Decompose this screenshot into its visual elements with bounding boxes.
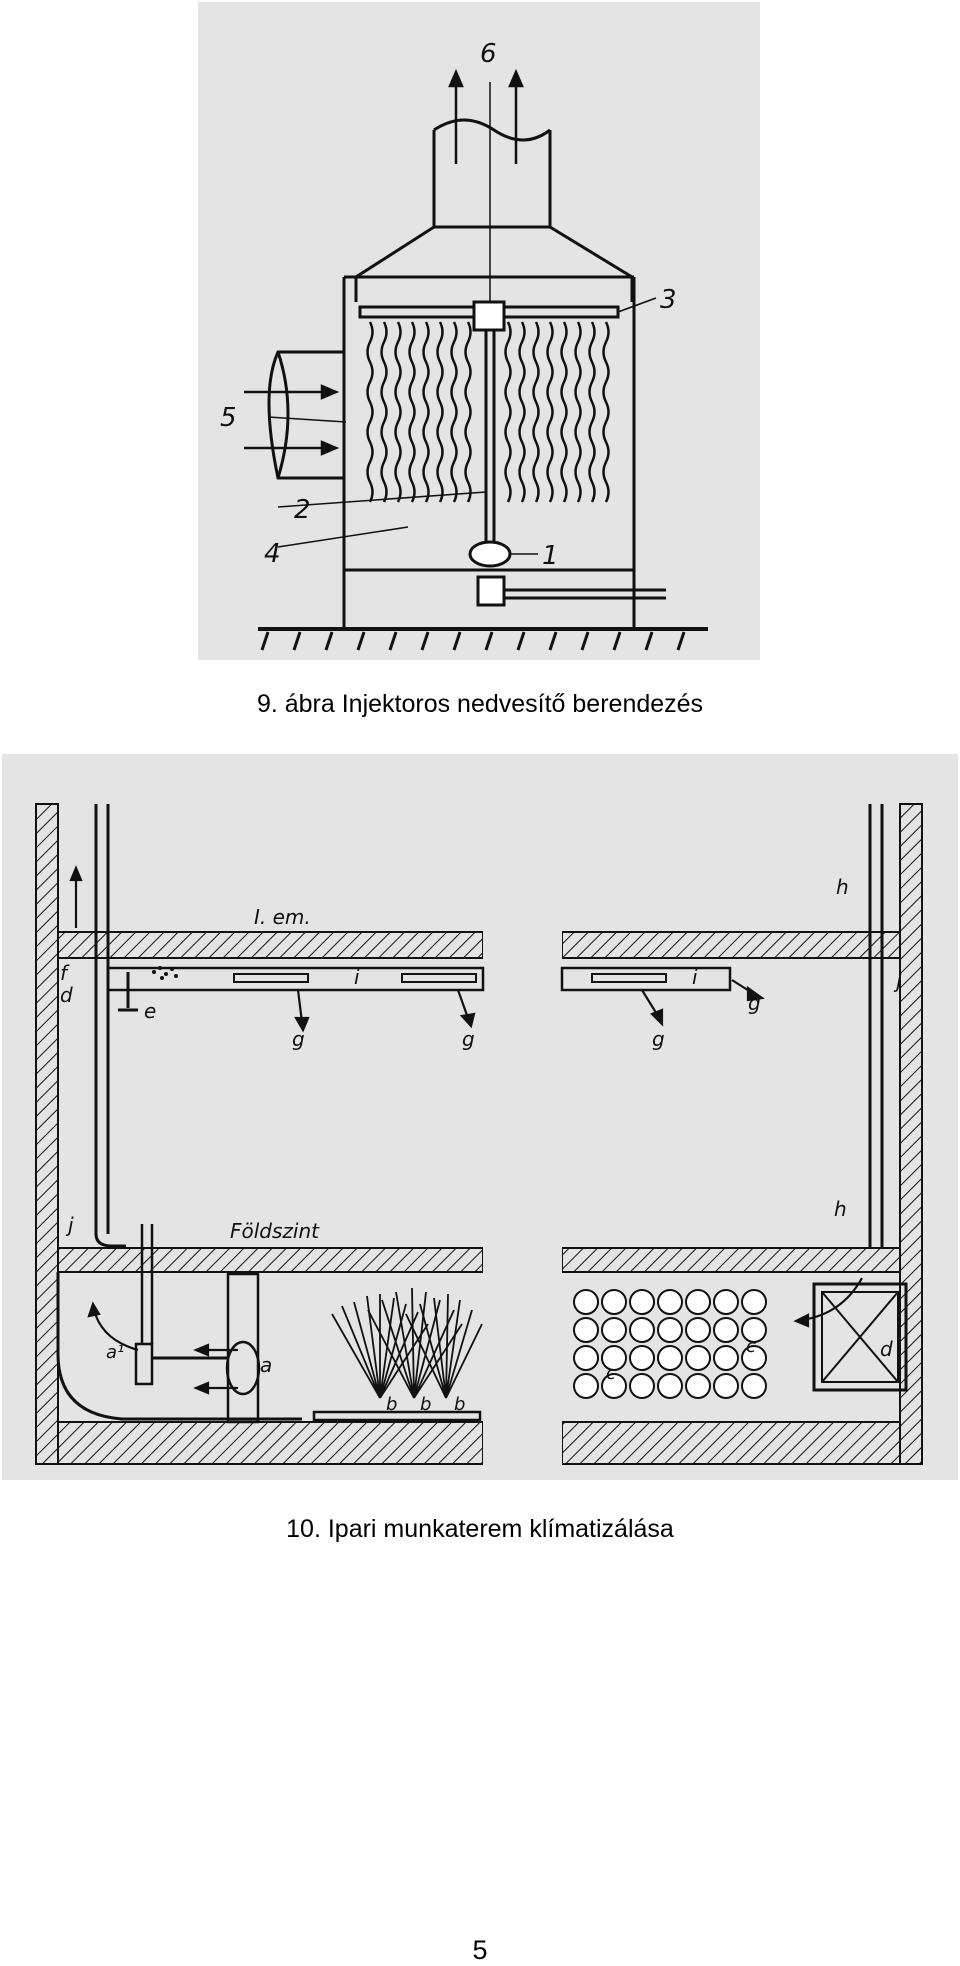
label-b-1: b bbox=[386, 1394, 397, 1415]
label-g-4: g bbox=[748, 991, 761, 1015]
label-floor-upper: I. em. bbox=[254, 905, 311, 929]
injector-humidifier-figure: 6 3 5 2 4 1 bbox=[198, 2, 760, 660]
label-floor-ground: Földszint bbox=[230, 1219, 320, 1243]
label-g-1: g bbox=[292, 1027, 305, 1051]
label-b-3: b bbox=[454, 1394, 465, 1415]
label-6: 6 bbox=[480, 39, 497, 69]
label-3: 3 bbox=[660, 285, 677, 315]
label-d: d bbox=[880, 1337, 893, 1361]
label-j-2: j bbox=[65, 1213, 74, 1237]
label-j-1: j bbox=[893, 969, 902, 993]
label-a1: a¹ bbox=[106, 1342, 124, 1363]
injector-humidifier-drawing: 6 3 5 2 4 1 bbox=[220, 39, 708, 651]
label-f: f bbox=[60, 961, 70, 985]
label-i-1: i bbox=[354, 965, 360, 989]
label-g-2: g bbox=[462, 1027, 475, 1051]
label-g-3: g bbox=[652, 1027, 665, 1051]
page-number: 5 bbox=[472, 1935, 488, 1965]
label-c-2: c bbox=[746, 1336, 756, 1357]
figure-9-caption: 9. ábra Injektoros nedvesítő berendezés bbox=[256, 690, 704, 718]
label-b-2: b bbox=[420, 1394, 431, 1415]
label-h-1: h bbox=[836, 875, 849, 899]
label-i-2: i bbox=[692, 965, 698, 989]
label-2: 2 bbox=[294, 495, 311, 525]
label-4: 4 bbox=[264, 539, 281, 569]
label-e: e bbox=[144, 999, 156, 1023]
label-d-small: d bbox=[60, 983, 73, 1007]
label-1: 1 bbox=[542, 541, 559, 571]
label-a: a bbox=[260, 1353, 272, 1377]
industrial-hall-climate-drawing: I. em. Földszint f d e g g g g i i h h j… bbox=[35, 754, 923, 1480]
figure-10-caption: 10. Ipari munkaterem klímatizálása bbox=[286, 1515, 674, 1543]
label-5: 5 bbox=[220, 403, 237, 433]
label-c-1: c bbox=[606, 1363, 616, 1384]
industrial-hall-climate-figure: I. em. Földszint f d e g g g g i i h h j… bbox=[2, 754, 958, 1480]
label-h-2: h bbox=[834, 1197, 847, 1221]
